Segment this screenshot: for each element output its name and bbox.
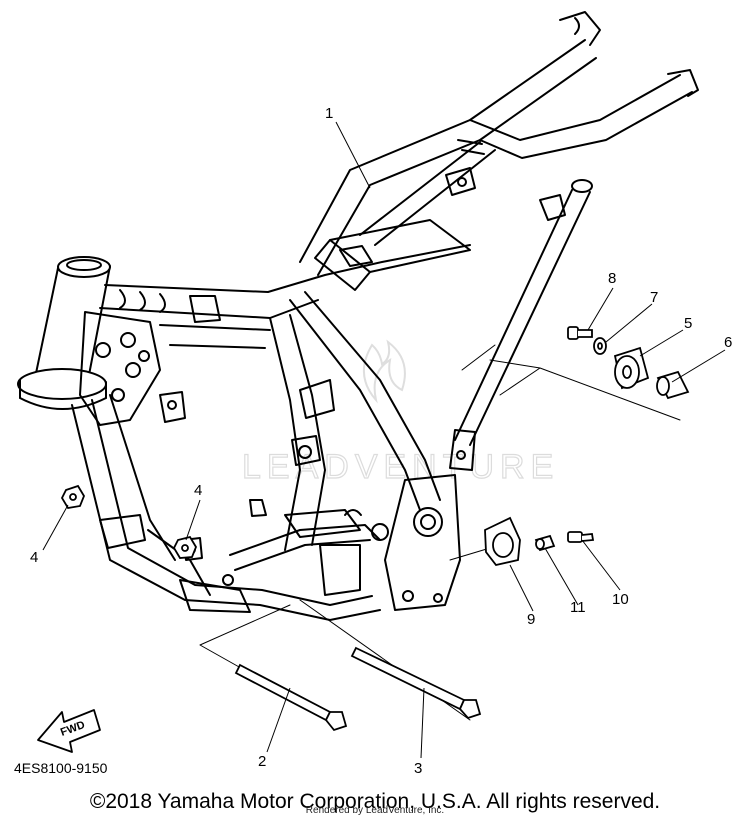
backbone-tube: [99, 244, 471, 323]
callout-9: 9: [527, 611, 535, 628]
head-gusset-plate: [79, 311, 161, 426]
part-2-bolt: [234, 663, 348, 732]
callout-11: 11: [570, 599, 586, 616]
callout-7: 7: [650, 289, 658, 306]
callout-1: 1: [325, 105, 333, 122]
upper-rails: [299, 11, 699, 276]
callout-numbers: 1 2 3 4 4 5 6 7 8 9 10 11: [30, 105, 732, 777]
engine-mount-tab-left: [159, 391, 203, 561]
watermark-text: LEADVENTURE: [242, 448, 559, 486]
seat-stay: [449, 179, 593, 471]
leader-lines: [199, 344, 681, 721]
callout-4-center: 4: [194, 482, 202, 499]
part-5-damper: [613, 346, 650, 390]
part-6-collar: [656, 370, 690, 400]
frame-drawing: [17, 11, 699, 721]
part-7-washer: [593, 337, 607, 355]
down-tubes: [71, 394, 381, 621]
part-8-bolt: [567, 326, 593, 340]
part-9-bracket: [484, 516, 521, 567]
callout-10: 10: [612, 591, 629, 608]
callout-2: 2: [258, 753, 266, 770]
render-credit: Rendered by LeadVenture, Inc.: [305, 805, 445, 816]
callout-5: 5: [684, 315, 692, 332]
pivot-plate: [384, 474, 461, 611]
part-4-nut-center: [172, 535, 198, 559]
callout-6: 6: [724, 334, 732, 351]
exploded-parts: [60, 326, 690, 732]
head-tube: [17, 256, 111, 410]
copyright-notice: ©2018 Yamaha Motor Corporation, U.S.A. A…: [89, 790, 661, 813]
callout-8: 8: [608, 270, 616, 287]
center-spar: [269, 314, 335, 551]
part-3-bolt: [350, 646, 482, 720]
callout-3: 3: [414, 760, 422, 777]
callout-4-left: 4: [30, 549, 38, 566]
seat-cross-member: [314, 219, 471, 291]
forward-arrow-icon: FWD: [37, 709, 101, 753]
part-10-bolt: [567, 531, 595, 543]
diagram-part-code: 4ES8100-9150: [14, 760, 108, 776]
engine-cradle: [229, 499, 389, 596]
part-4-nut-left: [60, 484, 86, 509]
part-11-collar: [534, 534, 556, 552]
callout-leaders: [42, 121, 726, 759]
main-diagonal-tube: [159, 291, 441, 511]
